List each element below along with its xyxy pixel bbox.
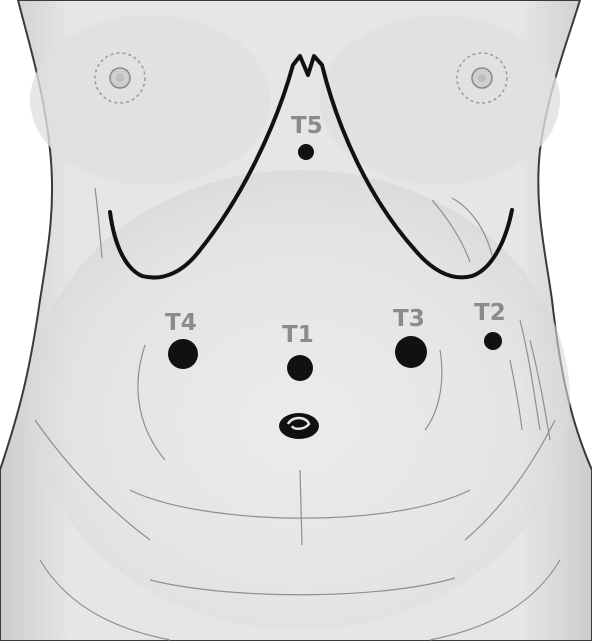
port-label-t3: T3 bbox=[393, 306, 425, 332]
umbilicus bbox=[279, 413, 319, 439]
port-label-t4: T4 bbox=[165, 310, 197, 336]
port-marker-t4 bbox=[168, 339, 198, 369]
port-label-t2: T2 bbox=[474, 300, 506, 326]
port-label-t5: T5 bbox=[291, 113, 323, 139]
port-marker-t5 bbox=[298, 144, 314, 160]
port-marker-t2 bbox=[484, 332, 502, 350]
belly-shading bbox=[30, 170, 570, 630]
port-label-t1: T1 bbox=[282, 322, 314, 348]
port-marker-t3 bbox=[395, 336, 427, 368]
left-chest-shading bbox=[30, 15, 270, 185]
port-marker-t1 bbox=[287, 355, 313, 381]
